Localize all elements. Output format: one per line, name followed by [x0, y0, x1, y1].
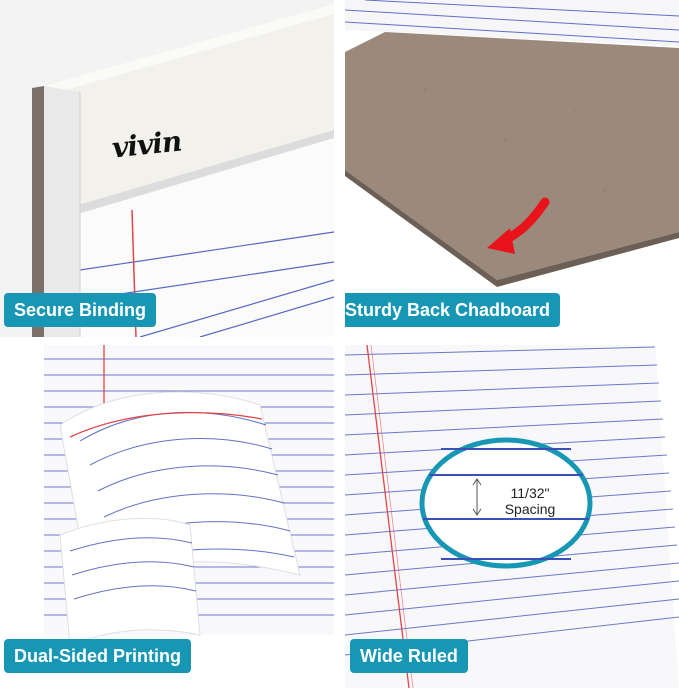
label-dual-sided: Dual-Sided Printing [4, 639, 192, 673]
panel-dual-sided: Dual-Sided Printing [0, 345, 334, 688]
binding-photo [0, 0, 334, 337]
panel-secure-binding: vivin Secure Binding [0, 0, 334, 337]
dimension-arrow-icon [472, 478, 482, 516]
arrow-icon [487, 228, 515, 254]
dual-sided-photo [0, 345, 334, 688]
label-wide-ruled: Wide Ruled [350, 639, 468, 673]
wide-ruled-photo [345, 345, 679, 688]
label-secure-binding: Secure Binding [4, 293, 157, 327]
spacing-caption: Spacing [504, 501, 556, 517]
panel-wide-ruled: 11/32" Spacing Wide Ruled [345, 345, 679, 688]
backboard-photo [345, 0, 679, 337]
label-back-board: Sturdy Back Chadboard [345, 293, 561, 327]
panel-back-board: Sturdy Back Chadboard [345, 0, 679, 337]
spacing-measure: 11/32" [510, 485, 550, 501]
